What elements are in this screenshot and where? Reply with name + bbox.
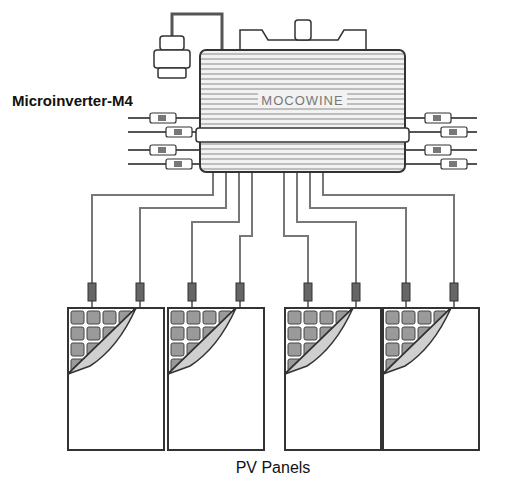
group-caption: PV Panels [236,459,311,477]
inverter-node: Microinverter-M4MOCOWINE [200,50,405,172]
pv-panels [68,308,479,450]
dc-wires [92,172,454,308]
mounting-bracket [240,20,366,50]
brand-name: MOCOWINE [258,93,346,108]
device-label: Microinverter-M4 [12,92,133,109]
inverter-housing [200,50,405,172]
housing-flange [196,128,409,142]
